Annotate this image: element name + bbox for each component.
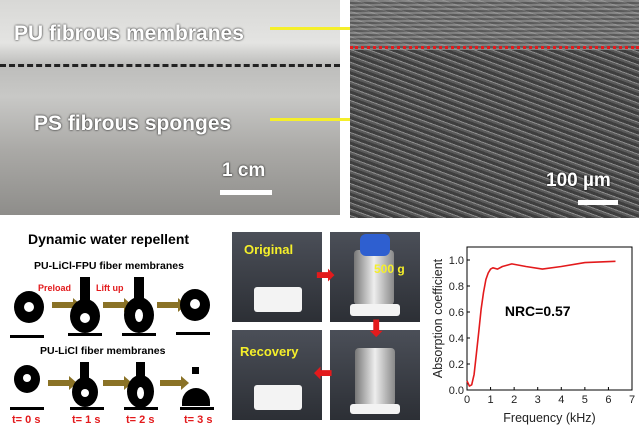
y-axis-label: Absorption coefficient: [431, 258, 445, 378]
arrow-right-icon: ➡: [316, 262, 335, 287]
droplet-icon: [14, 291, 44, 323]
arrow-icon: [157, 298, 186, 312]
x-tick-label: 1: [488, 394, 494, 406]
recovery-panel: Original 500 g Recovery ➡ ⬇ ⬅: [232, 232, 422, 422]
interface-line: [0, 64, 340, 67]
ps-label: PS fibrous sponges: [34, 112, 232, 135]
weight-photo: 500 g: [330, 232, 420, 322]
droplet-icon: [124, 297, 154, 333]
substrate: [124, 407, 158, 410]
row-title: PU-LiCl fiber membranes: [40, 345, 166, 357]
substrate: [68, 333, 102, 336]
recovery-label: Recovery: [240, 344, 299, 359]
time-label: t= 0 s: [12, 414, 41, 426]
absorption-line: [466, 260, 616, 387]
recovery-photo: Recovery: [232, 330, 322, 420]
substrate: [176, 332, 210, 335]
x-axis-label: Frequency (kHz): [503, 411, 595, 425]
x-tick-label: 7: [629, 394, 635, 406]
pu-label: PU fibrous membranes: [14, 22, 244, 45]
substrate: [70, 407, 104, 410]
panel-title: Dynamic water repellent: [28, 231, 190, 247]
membrane-photo: PU fibrous membranes PS fibrous sponges …: [0, 0, 340, 215]
water-repellent-panel: Dynamic water repellent PU-LiCl-FPU fibe…: [0, 225, 225, 429]
liftup-label: Lift up: [96, 283, 124, 293]
original-label: Original: [244, 242, 294, 257]
arrow-icon: [103, 376, 132, 390]
time-label: t= 1 s: [72, 414, 101, 426]
arrow-icon: [52, 298, 81, 312]
substrate: [180, 407, 214, 410]
droplet-icon: [72, 377, 98, 407]
substrate: [122, 333, 156, 336]
interface-line: [350, 46, 639, 49]
x-tick-label: 2: [511, 394, 517, 406]
x-tick-label: 5: [582, 394, 588, 406]
arrow-icon: [160, 376, 189, 390]
original-photo: Original: [232, 232, 322, 322]
arrow-icon: [48, 376, 77, 390]
y-tick-label: 0.4: [449, 333, 464, 345]
sem-image: 100 µm: [350, 0, 639, 218]
x-tick-label: 3: [535, 394, 541, 406]
scale-text: 100 µm: [546, 170, 611, 191]
scale-bar: [578, 200, 618, 205]
weight-label: 500 g: [374, 262, 405, 276]
plot-frame: [466, 246, 633, 391]
scale-bar: [220, 190, 272, 195]
droplet-icon: [127, 375, 154, 408]
droplet-icon: [70, 299, 100, 333]
x-tick-label: 0: [464, 394, 470, 406]
y-tick-label: 0.0: [449, 385, 464, 397]
arrow-left-icon: ⬅: [314, 360, 333, 385]
arrow-icon: [103, 298, 132, 312]
y-tick-label: 0.8: [449, 281, 464, 293]
y-tick-label: 0.2: [449, 359, 464, 371]
x-tick-label: 6: [605, 394, 611, 406]
row-title: PU-LiCl-FPU fiber membranes: [34, 260, 184, 272]
y-tick-label: 0.6: [449, 307, 464, 319]
arrow-down-icon: ⬇: [367, 316, 386, 341]
x-tick-label: 4: [558, 394, 564, 406]
substrate: [10, 407, 44, 410]
pressed-photo: [330, 330, 420, 420]
time-label: t= 2 s: [126, 414, 155, 426]
droplet-icon: [14, 365, 40, 393]
droplet-icon: [180, 289, 210, 321]
time-label: t= 3 s: [184, 414, 213, 426]
scale-text: 1 cm: [222, 160, 266, 181]
y-tick-label: 1.0: [449, 255, 464, 267]
preload-label: Preload: [38, 283, 72, 293]
nrc-annotation: NRC=0.57: [505, 303, 571, 319]
substrate: [10, 335, 44, 338]
